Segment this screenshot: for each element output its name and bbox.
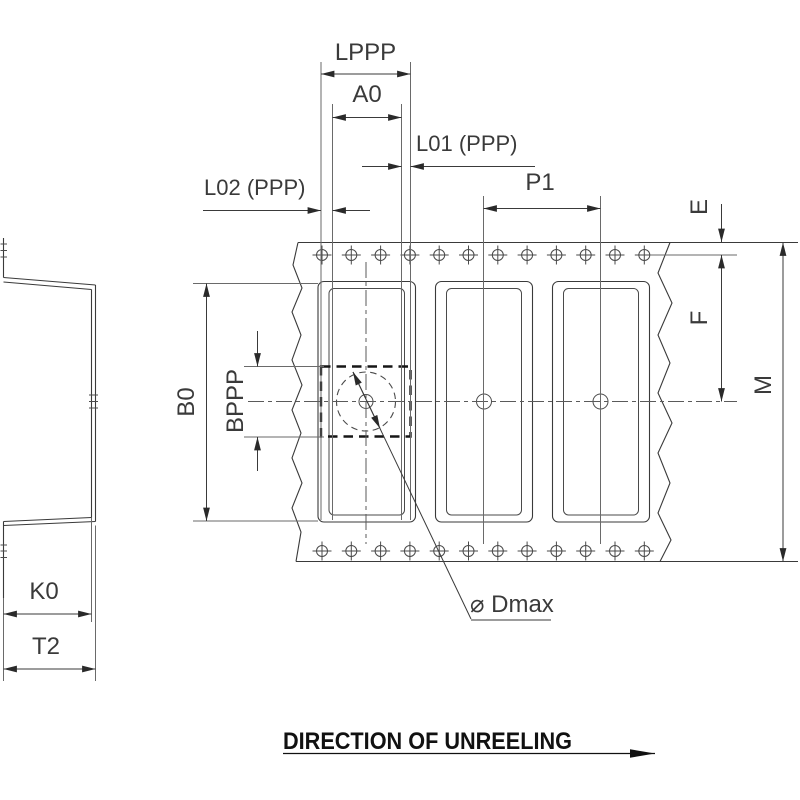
sprocket-hole-section-marks-bottom <box>0 544 7 558</box>
sprocket-hole-section-marks-top <box>0 243 7 258</box>
direction-of-unreeling: DIRECTION OF UNREELING <box>283 728 655 758</box>
dim-label-p1: P1 <box>525 169 554 196</box>
dim-b0: B0 <box>173 283 210 522</box>
dim-bppp: BPPP <box>222 331 261 471</box>
dim-label-bppp: BPPP <box>222 369 249 433</box>
dim-label-l02: L02 (PPP) <box>204 175 306 200</box>
dim-label-f: F <box>686 311 713 326</box>
tape-break-edge-right <box>657 242 673 562</box>
dim-l01: L01 (PPP) <box>362 131 535 170</box>
dim-label-k0: K0 <box>29 578 58 605</box>
direction-of-unreeling-label: DIRECTION OF UNREELING <box>283 728 572 755</box>
side-view: K0 T2 <box>0 238 98 681</box>
dim-k0: K0 <box>3 578 92 618</box>
dim-label-b0: B0 <box>173 387 200 416</box>
dim-p1: P1 <box>483 169 601 212</box>
dim-m: M <box>750 242 787 562</box>
dim-label-m: M <box>750 375 777 395</box>
dim-e: E <box>686 199 725 243</box>
tape-break-edge-left <box>291 242 303 562</box>
dmax-hole-section-marks <box>89 394 98 409</box>
dim-label-l01: L01 (PPP) <box>416 131 518 156</box>
dimensions: LPPP A0 L01 (PPP) L02 (PPP) P1 E <box>173 39 787 562</box>
dim-label-t2: T2 <box>32 633 60 660</box>
dmax-callout: ⌀ Dmax <box>352 371 554 621</box>
dim-label-e: E <box>686 199 713 215</box>
dmax-label: ⌀ Dmax <box>470 591 554 618</box>
dim-label-lppp: LPPP <box>335 39 396 66</box>
dim-t2: T2 <box>3 633 96 673</box>
dim-a0: A0 <box>332 81 402 121</box>
front-view <box>193 62 798 563</box>
extension-lines <box>193 62 601 544</box>
dim-label-a0: A0 <box>352 81 381 108</box>
dim-lppp: LPPP <box>320 39 411 78</box>
sprocket-holes-bottom <box>312 541 655 561</box>
dim-l02: L02 (PPP) <box>203 175 370 214</box>
dim-f: F <box>686 254 725 402</box>
